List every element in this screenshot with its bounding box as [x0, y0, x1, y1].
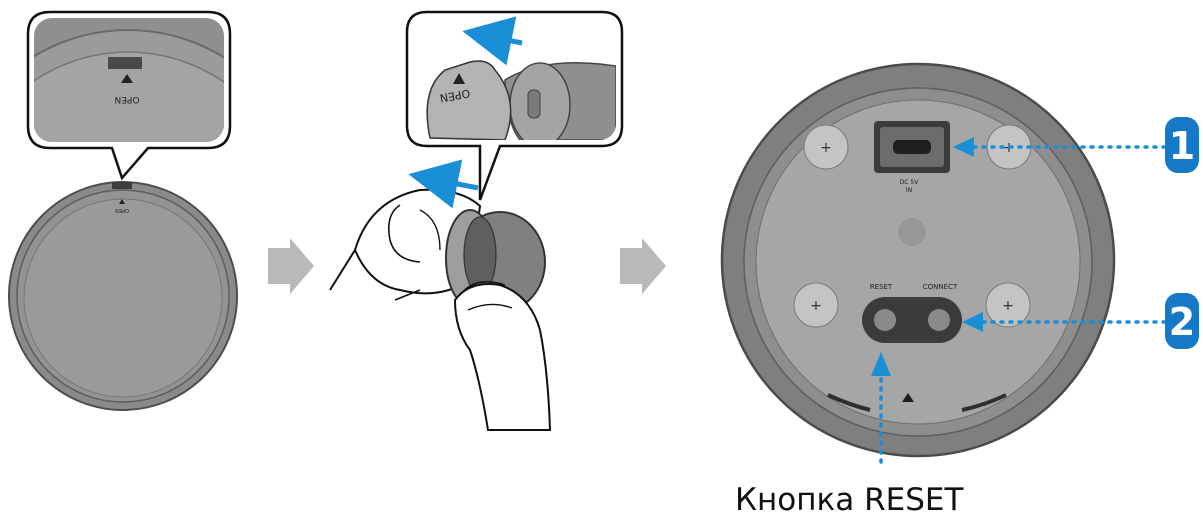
- pull-direction-arrow: [428, 178, 478, 188]
- svg-text:+: +: [1002, 298, 1014, 314]
- panel-3-device-bottom: + + + + DC 5V IN RESET CONNECT: [722, 64, 1114, 456]
- reset-button[interactable]: [874, 309, 896, 331]
- cover-open-text: OPEN: [115, 207, 129, 213]
- panel-2-opening-cover: OPEN: [330, 12, 622, 430]
- hands-holding-device: [330, 190, 550, 430]
- button-panel: [862, 297, 962, 343]
- svg-text:+: +: [810, 298, 822, 314]
- svg-text:+: +: [820, 140, 832, 156]
- port-label-line1: DC 5V: [900, 179, 920, 186]
- badge-1-number: 1: [1169, 124, 1195, 168]
- callout-open-text: OPEN: [115, 94, 140, 104]
- reset-label: RESET: [870, 283, 893, 291]
- round-cover: OPEN: [9, 182, 237, 410]
- panel-1-closed-cover: OPEN OPEN: [0, 12, 318, 430]
- port-label-line2: IN: [906, 187, 912, 194]
- callout-bubble-2: OPEN: [407, 12, 622, 200]
- screw-top-left-icon: +: [804, 125, 848, 169]
- dc-power-port: [874, 121, 950, 173]
- screw-bottom-left-icon: +: [794, 283, 838, 327]
- connect-label: CONNECT: [923, 283, 958, 291]
- badge-2-number: 2: [1169, 300, 1195, 344]
- step-arrow-1: [268, 238, 314, 294]
- step-arrow-2: [620, 238, 666, 294]
- connect-button[interactable]: [928, 309, 950, 331]
- reset-caption: Кнопка RESET: [735, 482, 963, 518]
